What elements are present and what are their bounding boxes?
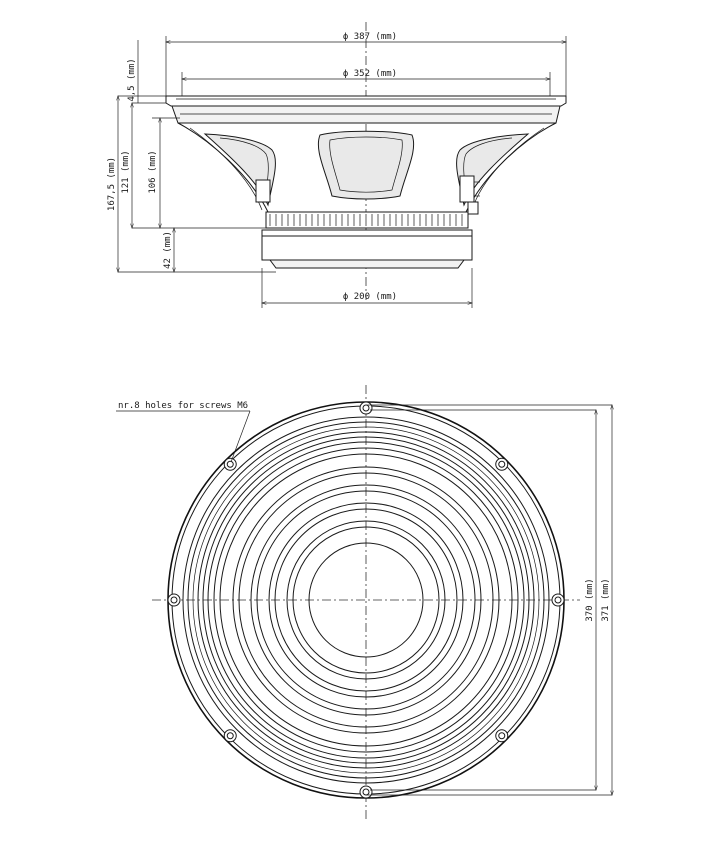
basket-window-center-inner	[329, 136, 403, 193]
mounting-hole	[495, 457, 509, 471]
mounting-holes	[167, 401, 565, 799]
basket-inner-right	[471, 127, 545, 211]
cone-band	[171, 105, 561, 124]
mounting-hole	[223, 457, 237, 471]
top-flange	[165, 95, 567, 107]
mounting-hole	[167, 593, 181, 607]
magnet-top-plate	[261, 229, 473, 237]
cone-ring-8	[292, 526, 440, 674]
surround-ring-4	[213, 447, 519, 753]
dim-hole-circle-b: 371 (mm)	[601, 578, 611, 621]
dim-basket-height: 106 (mm)	[148, 150, 158, 193]
cone-ring-5	[268, 502, 464, 698]
basket-window-left-inner	[219, 137, 269, 193]
dim-hole-circle-a: 370 (mm)	[585, 578, 595, 621]
magnet	[261, 235, 473, 261]
dim-cutout-diameter: ϕ 352 (mm)	[343, 69, 397, 79]
terminal-right-tab	[467, 201, 479, 215]
dim-top-flange: 4,5 (mm)	[127, 58, 137, 101]
dim-magnet-diameter: ϕ 200 (mm)	[343, 292, 397, 302]
cone-ring-6	[274, 508, 458, 692]
mounting-hole	[551, 593, 565, 607]
terminal-left	[255, 179, 271, 203]
cone-ring-2	[238, 472, 494, 728]
mounting-hole	[495, 729, 509, 743]
surround-ring-1	[197, 431, 535, 769]
holes-note: nr.8 holes for screws M6	[118, 401, 248, 411]
mounting-hole	[223, 729, 237, 743]
basket-window-right	[456, 133, 530, 207]
holes-note-leader	[230, 410, 251, 463]
surround-ring-2	[202, 436, 530, 764]
cone-ring-7	[286, 520, 446, 680]
front-view: nr.8 holes for screws M6 370 (mm) 371 (m…	[116, 385, 612, 820]
frame-ring-4	[187, 421, 545, 779]
basket-window-center	[317, 130, 415, 200]
frame-ring-3	[182, 416, 550, 784]
cone-ring-1	[232, 466, 500, 734]
vent-ring	[265, 211, 469, 229]
dust-cap	[308, 542, 424, 658]
terminal-right	[459, 175, 475, 203]
dim-total-height: 167,5 (mm)	[107, 157, 117, 211]
cone-ring-3	[250, 484, 482, 716]
cone-ring-4	[256, 490, 476, 710]
dim-magnet-height: 42 (mm)	[163, 231, 173, 269]
mounting-hole	[359, 401, 373, 415]
dim-frame-height: 121 (mm)	[121, 150, 131, 193]
surround-ring-5	[219, 453, 513, 747]
mounting-hole	[359, 785, 373, 799]
side-view: ϕ 387 (mm) ϕ 352 (mm) ϕ 200 (mm) 4,5 (mm…	[107, 22, 567, 308]
vent-ribs	[269, 214, 463, 226]
surround-ring-3	[207, 441, 525, 759]
dim-outer-diameter: ϕ 387 (mm)	[343, 32, 397, 42]
frame-ring-5	[192, 426, 540, 774]
magnet-back-plate	[269, 259, 465, 269]
